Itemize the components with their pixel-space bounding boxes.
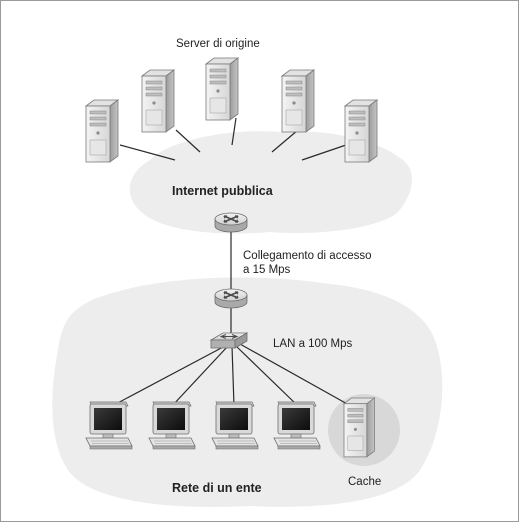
origin-servers-label: Server di origine: [176, 38, 260, 50]
origin-server-4: [281, 69, 315, 133]
public-internet-label: Internet pubblica: [172, 184, 274, 198]
lan-links: [111, 343, 359, 411]
access-link-label-line1: Collegamento di accesso: [243, 250, 372, 262]
origin-server-5: [344, 99, 378, 163]
institutional-network-label: Rete di un ente: [172, 481, 262, 495]
lan-pc-4: [273, 401, 321, 450]
cache-label: Cache: [348, 476, 381, 488]
institutional-network-cloud: [52, 277, 443, 507]
institution-router: [214, 288, 248, 309]
lan-pc-3: [211, 401, 259, 450]
lan-label: LAN a 100 Mps: [273, 338, 353, 350]
server-links: [119, 117, 347, 161]
access-link-label-line2: a 15 Mps: [243, 264, 291, 276]
cache-server: [343, 397, 375, 458]
public-internet-cloud: [129, 131, 413, 234]
internet-router: [214, 212, 248, 233]
origin-server-2: [141, 69, 175, 133]
origin-server-1: [85, 99, 119, 163]
lan-pc-2: [148, 401, 196, 450]
origin-server-3: [205, 57, 239, 121]
lan-pc-1: [85, 401, 133, 450]
